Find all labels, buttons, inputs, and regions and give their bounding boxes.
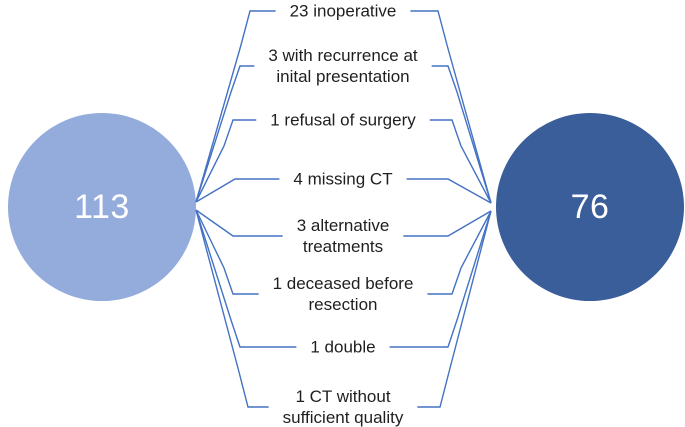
exclusion-label: 1 CT without sufficient quality (282, 387, 404, 427)
initial-cohort-count: 113 (74, 187, 130, 226)
exclusion-label: 4 missing CT (293, 169, 393, 189)
final-cohort-circle: 76 (496, 113, 684, 301)
connector-line (195, 209, 259, 295)
exclusion-label: 1 double (310, 337, 376, 357)
connector-line (410, 10, 492, 204)
connector-line (431, 65, 492, 204)
connector-line (195, 209, 269, 408)
connector-line (195, 10, 276, 203)
exclusion-label: 1 deceased before resection (272, 274, 414, 314)
connector-line (417, 210, 492, 408)
connector-line (195, 119, 257, 203)
initial-cohort-circle: 113 (8, 113, 196, 301)
connector-line (195, 178, 280, 203)
connector-line (429, 119, 492, 204)
final-cohort-count: 76 (570, 187, 610, 226)
exclusion-label: 3 with recurrence at inital presentation (268, 46, 418, 86)
connector-line (403, 210, 492, 237)
connector-line (195, 65, 255, 203)
connector-line (406, 178, 492, 204)
exclusion-label: 3 alternative treatments (296, 216, 390, 256)
connector-line (195, 209, 283, 237)
exclusion-label: 23 inoperative (289, 1, 397, 21)
exclusion-label: 1 refusal of surgery (270, 110, 416, 130)
connector-line (427, 210, 492, 295)
